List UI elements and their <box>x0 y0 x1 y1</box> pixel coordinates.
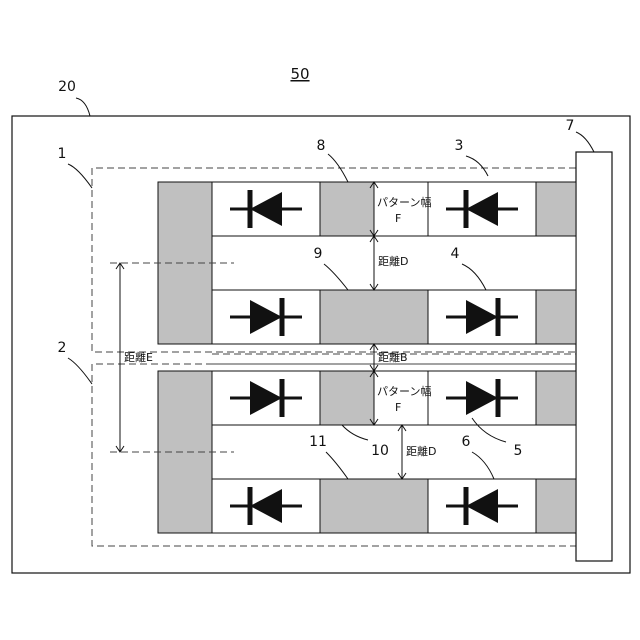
label-pattern-10: 10 <box>371 443 389 459</box>
module-2-right-pad-bottom <box>536 479 576 533</box>
label-pattern-11: 11 <box>309 434 327 450</box>
label-pattern-8: 8 <box>317 138 326 154</box>
figure-number: 50 <box>290 65 309 83</box>
pattern-9 <box>320 290 428 344</box>
leader-module-2 <box>68 358 92 384</box>
label-module-1: 1 <box>58 146 67 162</box>
module-1-right-pad-bottom <box>536 290 576 344</box>
module-1-right-pad-top <box>536 182 576 236</box>
leader-module-1 <box>68 164 92 188</box>
leader-diode-3 <box>466 156 488 176</box>
label-diode-4: 4 <box>451 246 460 262</box>
label-module-2: 2 <box>58 340 67 356</box>
ann-distance-d-bottom: 距離D <box>406 444 436 458</box>
ann-distance-d-top: 距離D <box>378 254 408 268</box>
module-1-annotation-cell <box>374 182 428 236</box>
terminal-bar <box>576 152 612 561</box>
pattern-8 <box>320 182 374 236</box>
leader-terminal-bar <box>576 132 594 152</box>
ann-pattern-width-bottom-2: F <box>395 401 401 414</box>
ann-pattern-width-bottom-1: パターン幅 <box>377 385 431 398</box>
ann-distance-b: 距離B <box>378 350 408 364</box>
label-terminal-bar: 7 <box>566 118 575 134</box>
label-substrate: 20 <box>58 79 76 95</box>
ann-pattern-width-top-1: パターン幅 <box>377 196 431 209</box>
ann-distance-e: 距離E <box>124 350 153 364</box>
leader-substrate <box>76 98 90 116</box>
label-pattern-9: 9 <box>314 246 323 262</box>
label-diode-6: 6 <box>462 434 471 450</box>
module-2-annotation-cell <box>374 371 428 425</box>
ann-pattern-width-top-2: F <box>395 212 401 225</box>
module-2-right-pad-top <box>536 371 576 425</box>
label-diode-3: 3 <box>455 138 464 154</box>
pattern-10 <box>320 371 374 425</box>
pattern-11 <box>320 479 428 533</box>
label-diode-5: 5 <box>514 443 523 459</box>
